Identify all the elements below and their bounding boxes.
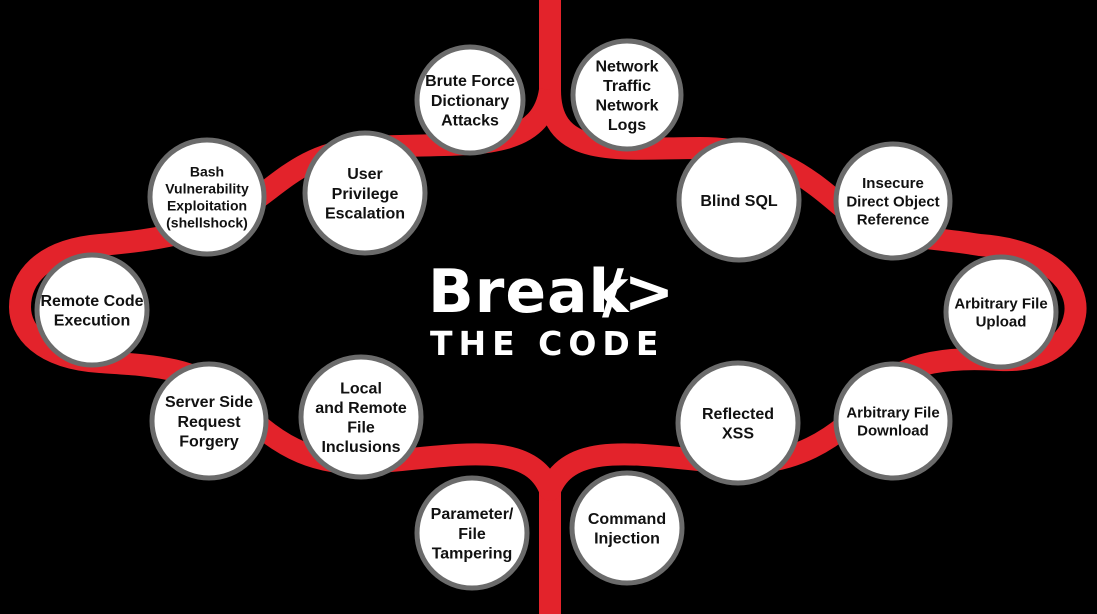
node-label-line: Local <box>340 381 382 398</box>
node-label-line: Network <box>595 98 658 115</box>
node-label-line: Logs <box>608 117 646 134</box>
attack-nodes: Brute ForceDictionaryAttacksNetworkTraff… <box>34 38 1059 591</box>
logo-title: Break /> THE CODE <box>428 257 674 363</box>
node-label-line: Brute Force <box>425 73 515 90</box>
node-label-line: Tampering <box>432 545 513 562</box>
node-circle <box>569 470 685 586</box>
node-circle <box>147 137 267 257</box>
node-blind-sql: Blind SQL <box>676 137 802 263</box>
node-label-line: Execution <box>54 313 130 330</box>
node-label-line: Arbitrary File <box>846 404 939 421</box>
node-label-line: Network <box>595 59 658 76</box>
node-label-line: and Remote <box>315 400 407 417</box>
title-main: Break <box>428 257 631 327</box>
node-label-line: Inclusions <box>321 439 400 456</box>
node-circle <box>943 254 1059 370</box>
node-circle <box>302 130 428 256</box>
node-circle <box>676 137 802 263</box>
node-label-line: Bash <box>190 163 224 179</box>
node-label-line: Blind SQL <box>700 193 778 210</box>
node-circle <box>414 44 526 156</box>
node-label-line: Attacks <box>441 112 499 129</box>
node-circle <box>833 361 953 481</box>
node-label-line: Arbitrary File <box>954 295 1047 312</box>
node-label-line: Traffic <box>603 78 651 95</box>
node-label-line: File <box>347 420 375 437</box>
node-label-line: Insecure <box>862 175 924 192</box>
node-label-line: Command <box>588 511 666 528</box>
node-label-line: Upload <box>976 314 1027 331</box>
node-label-line: Remote Code <box>40 293 143 310</box>
node-label-line: Server Side <box>165 394 253 411</box>
node-label-line: Vulnerability <box>165 181 249 197</box>
node-label-line: User <box>347 166 383 183</box>
node-circle <box>414 475 530 591</box>
node-label-line: Privilege <box>332 186 399 203</box>
node-circle <box>298 354 424 480</box>
node-label-line: Exploitation <box>167 198 247 214</box>
node-label-line: Injection <box>594 531 660 548</box>
node-label-line: Forgery <box>179 433 239 450</box>
node-label-line: Direct Object <box>846 193 939 210</box>
node-label-line: Reference <box>857 212 930 229</box>
title-slash-tag: /> <box>602 257 674 327</box>
node-bash-shellshock: BashVulnerabilityExploitation(shellshock… <box>147 137 267 257</box>
node-label-line: Download <box>857 423 929 440</box>
node-circle <box>675 360 801 486</box>
node-label-line: File <box>458 526 486 543</box>
node-label-line: Reflected <box>702 406 774 423</box>
node-label-line: Dictionary <box>431 93 509 110</box>
node-label-line: (shellshock) <box>166 215 248 231</box>
node-circle <box>149 361 269 481</box>
node-circle <box>833 141 953 261</box>
node-label-line: Request <box>177 414 241 431</box>
node-label-line: Escalation <box>325 205 405 222</box>
node-label-line: Parameter/ <box>431 506 514 523</box>
title-subtitle: THE CODE <box>430 324 664 363</box>
node-circle <box>570 38 684 152</box>
node-label-line: XSS <box>722 426 754 443</box>
node-circle <box>34 252 150 368</box>
